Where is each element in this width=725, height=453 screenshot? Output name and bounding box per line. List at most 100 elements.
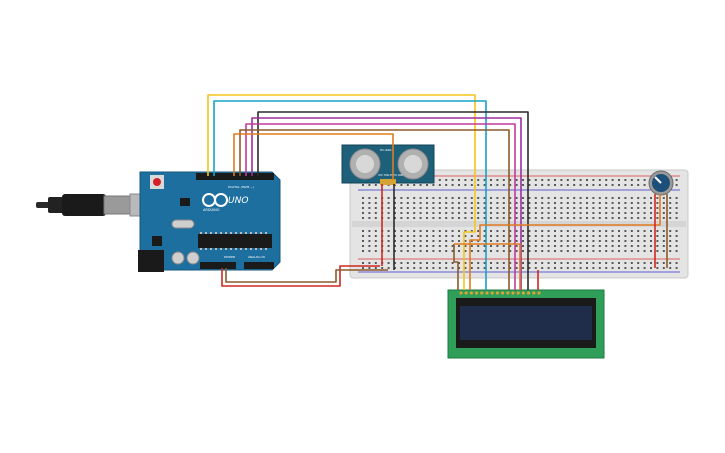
breadboard-hole[interactable] xyxy=(528,235,531,237)
breadboard-hole[interactable] xyxy=(374,207,377,209)
wire-purple[interactable] xyxy=(251,117,522,290)
breadboard-hole[interactable] xyxy=(496,240,499,242)
breadboard-hole[interactable] xyxy=(400,235,403,237)
breadboard-hole[interactable] xyxy=(470,250,473,252)
breadboard-hole[interactable] xyxy=(502,202,505,204)
breadboard-hole[interactable] xyxy=(592,235,595,237)
breadboard-hole[interactable] xyxy=(419,184,422,186)
breadboard-hole[interactable] xyxy=(650,235,652,237)
breadboard-hole[interactable] xyxy=(490,212,492,214)
breadboard-hole[interactable] xyxy=(573,262,576,264)
breadboard-hole[interactable] xyxy=(554,184,556,186)
breadboard-hole[interactable] xyxy=(483,235,486,237)
breadboard-hole[interactable] xyxy=(394,267,396,269)
breadboard-hole[interactable] xyxy=(586,267,588,269)
breadboard-hole[interactable] xyxy=(598,207,601,209)
breadboard-hole[interactable] xyxy=(502,250,505,252)
breadboard-hole[interactable] xyxy=(419,197,422,199)
breadboard-hole[interactable] xyxy=(406,202,409,204)
breadboard-hole[interactable] xyxy=(400,207,403,209)
breadboard-hole[interactable] xyxy=(451,207,454,209)
breadboard-hole[interactable] xyxy=(566,250,569,252)
wire-brown-power[interactable] xyxy=(225,268,388,283)
breadboard-hole[interactable] xyxy=(522,245,524,247)
breadboard-hole[interactable] xyxy=(611,207,614,209)
lcd-pin[interactable] xyxy=(490,291,494,295)
breadboard-hole[interactable] xyxy=(464,262,467,264)
breadboard-hole[interactable] xyxy=(464,230,467,232)
breadboard-hole[interactable] xyxy=(477,179,480,181)
breadboard-hole[interactable] xyxy=(637,240,640,242)
breadboard-hole[interactable] xyxy=(605,230,608,232)
breadboard-hole[interactable] xyxy=(406,267,409,269)
breadboard-hole[interactable] xyxy=(656,207,659,209)
breadboard-hole[interactable] xyxy=(624,267,627,269)
breadboard-hole[interactable] xyxy=(406,262,409,264)
breadboard-hole[interactable] xyxy=(374,245,377,247)
breadboard-hole[interactable] xyxy=(458,262,460,264)
breadboard-hole[interactable] xyxy=(637,197,640,199)
breadboard-hole[interactable] xyxy=(605,202,608,204)
breadboard-hole[interactable] xyxy=(451,197,454,199)
breadboard-hole[interactable] xyxy=(669,240,672,242)
breadboard-hole[interactable] xyxy=(387,207,390,209)
breadboard-hole[interactable] xyxy=(624,235,627,237)
breadboard-hole[interactable] xyxy=(419,230,422,232)
breadboard-hole[interactable] xyxy=(426,262,428,264)
breadboard-hole[interactable] xyxy=(387,217,390,219)
breadboard-hole[interactable] xyxy=(611,212,614,214)
breadboard-hole[interactable] xyxy=(624,245,627,247)
breadboard-hole[interactable] xyxy=(669,217,672,219)
breadboard-hole[interactable] xyxy=(509,245,512,247)
breadboard-hole[interactable] xyxy=(515,240,518,242)
breadboard[interactable] xyxy=(349,169,689,279)
breadboard-hole[interactable] xyxy=(637,184,640,186)
breadboard-hole[interactable] xyxy=(426,240,428,242)
breadboard-hole[interactable] xyxy=(362,202,364,204)
lcd-pin[interactable] xyxy=(516,291,520,295)
breadboard-hole[interactable] xyxy=(451,262,454,264)
breadboard-hole[interactable] xyxy=(477,240,480,242)
breadboard-hole[interactable] xyxy=(362,240,364,242)
breadboard-hole[interactable] xyxy=(515,230,518,232)
breadboard-hole[interactable] xyxy=(643,197,646,199)
breadboard-hole[interactable] xyxy=(368,184,371,186)
breadboard-hole[interactable] xyxy=(630,267,633,269)
breadboard-hole[interactable] xyxy=(387,240,390,242)
breadboard-hole[interactable] xyxy=(650,240,652,242)
power-header[interactable] xyxy=(200,262,236,269)
breadboard-hole[interactable] xyxy=(611,250,614,252)
breadboard-hole[interactable] xyxy=(432,197,435,199)
wire-orange-sensor[interactable] xyxy=(233,133,394,180)
breadboard-hole[interactable] xyxy=(656,235,659,237)
breadboard-hole[interactable] xyxy=(637,230,640,232)
breadboard-hole[interactable] xyxy=(579,240,582,242)
breadboard-hole[interactable] xyxy=(515,184,518,186)
breadboard-hole[interactable] xyxy=(592,184,595,186)
breadboard-hole[interactable] xyxy=(624,197,627,199)
lcd-pin-holes[interactable] xyxy=(459,291,541,295)
breadboard-hole[interactable] xyxy=(406,197,409,199)
breadboard-hole[interactable] xyxy=(566,197,569,199)
breadboard-hole[interactable] xyxy=(541,212,544,214)
breadboard-hole[interactable] xyxy=(496,207,499,209)
breadboard-hole[interactable] xyxy=(630,207,633,209)
breadboard-hole[interactable] xyxy=(445,230,448,232)
breadboard-hole[interactable] xyxy=(675,245,678,247)
breadboard-hole[interactable] xyxy=(605,235,608,237)
breadboard-hole[interactable] xyxy=(541,202,544,204)
breadboard-hole[interactable] xyxy=(368,197,371,199)
breadboard-hole[interactable] xyxy=(618,217,620,219)
breadboard-hole[interactable] xyxy=(515,207,518,209)
breadboard-hole[interactable] xyxy=(432,184,435,186)
breadboard-hole[interactable] xyxy=(598,262,601,264)
breadboard-hole[interactable] xyxy=(547,212,550,214)
breadboard-hole[interactable] xyxy=(432,235,435,237)
breadboard-hole[interactable] xyxy=(496,235,499,237)
breadboard-hole[interactable] xyxy=(534,235,537,237)
breadboard-hole[interactable] xyxy=(541,245,544,247)
breadboard-hole[interactable] xyxy=(611,230,614,232)
breadboard-hole[interactable] xyxy=(400,267,403,269)
breadboard-hole[interactable] xyxy=(522,235,524,237)
breadboard-hole[interactable] xyxy=(592,245,595,247)
